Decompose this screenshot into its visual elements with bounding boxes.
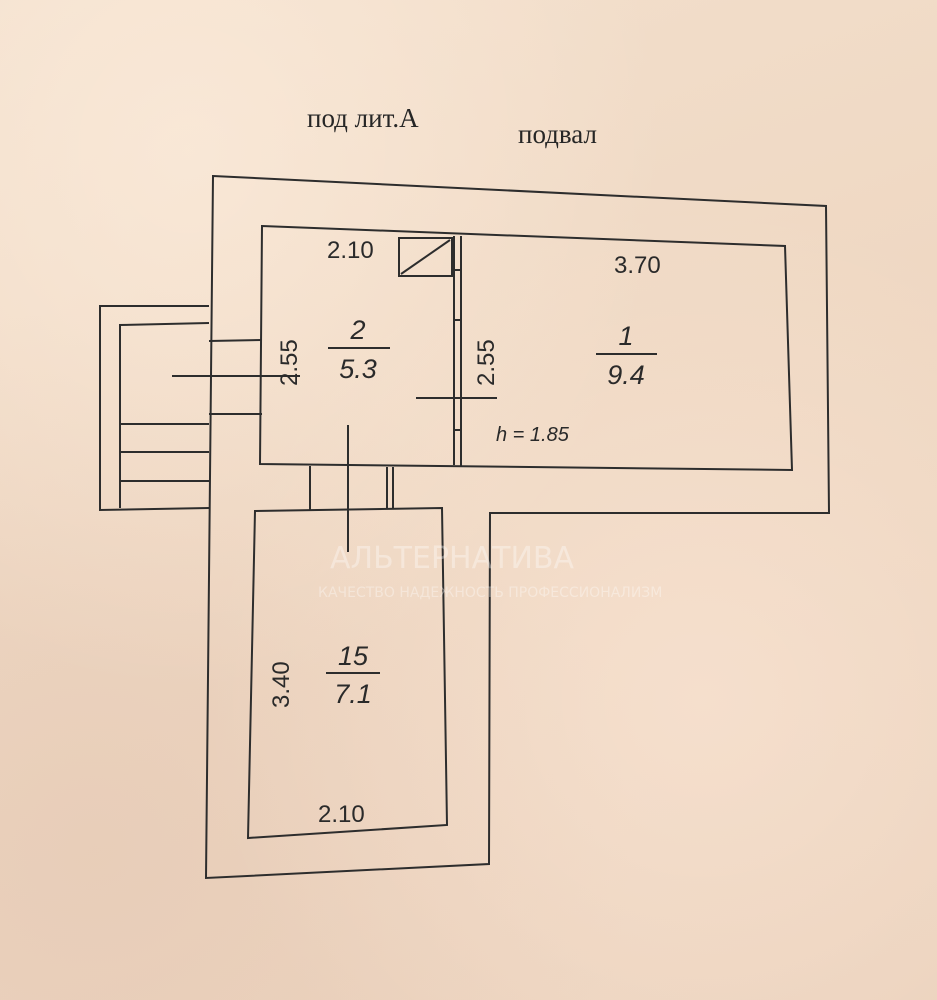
upper-rooms-inner-outline bbox=[258, 224, 794, 472]
room-15-outline bbox=[246, 506, 449, 840]
room-1-area: 9.4 bbox=[607, 360, 645, 390]
watermark-tagline: КАЧЕСТВО НАДЕЖНОСТЬ ПРОФЕССИОНАЛИЗМ bbox=[318, 585, 662, 601]
stair-outer bbox=[99, 305, 210, 512]
dimension-room2-height: 2.55 bbox=[276, 339, 303, 386]
ventilation-shaft bbox=[398, 237, 453, 277]
title-basement: подвал bbox=[518, 119, 597, 149]
outer-wall-outline bbox=[204, 174, 831, 880]
stair-inner bbox=[119, 322, 210, 508]
dimension-room15-height: 3.40 bbox=[268, 661, 295, 708]
dimension-room1-width: 3.70 bbox=[614, 252, 661, 279]
dimension-room2-width: 2.10 bbox=[327, 237, 374, 264]
watermark-name: АЛЬТЕРНАТИВА bbox=[330, 541, 574, 576]
room-2-number: 2 bbox=[349, 315, 365, 345]
dimension-room15-width: 2.10 bbox=[318, 801, 365, 828]
title-under-letter: под лит.А bbox=[307, 103, 419, 133]
room-15-number: 15 bbox=[338, 641, 369, 671]
stair-step bbox=[208, 339, 263, 342]
room-15-area: 7.1 bbox=[334, 679, 372, 709]
room-2-area: 5.3 bbox=[339, 354, 377, 384]
ventilation-shaft-diagonal bbox=[400, 239, 451, 275]
room-1-number: 1 bbox=[618, 321, 633, 351]
dimension-room1-height: 2.55 bbox=[473, 339, 500, 386]
ceiling-height-label: h = 1.85 bbox=[496, 424, 570, 446]
